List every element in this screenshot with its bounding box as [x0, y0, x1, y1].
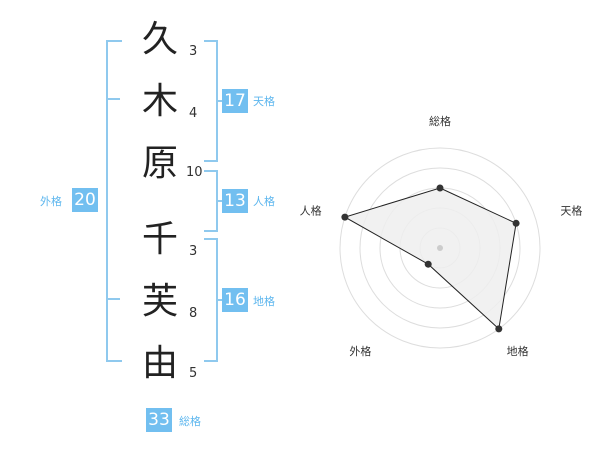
radar-point-4: [341, 213, 349, 221]
given-strokes-3: 5: [189, 366, 198, 381]
chikaku-tick: [216, 299, 222, 301]
chikaku-label: 地格: [253, 295, 275, 308]
sokaku-label: 総格: [179, 415, 201, 428]
sokaku-score: 33: [146, 408, 172, 432]
radar-axis-label-1: 天格: [560, 204, 582, 218]
gaikaku-label: 外格: [40, 195, 62, 208]
radar-ring-4: [359, 167, 521, 329]
radar-center-dot: [437, 245, 443, 251]
jinkaku-tick: [216, 200, 222, 202]
surname-char-2: 木: [141, 81, 178, 122]
jinkaku-score: 13: [222, 189, 248, 213]
surname-strokes-1: 3: [189, 44, 198, 59]
given-char-3: 由: [141, 343, 178, 384]
radar-ring-5: [339, 147, 541, 349]
jinkaku-label: 人格: [253, 195, 275, 208]
given-char-1: 千: [141, 219, 178, 260]
tenkaku-label: 天格: [253, 95, 275, 108]
radar-point-2: [495, 325, 503, 333]
gaikaku-bracket: [106, 40, 122, 362]
radar-axis-label-4: 人格: [300, 204, 322, 218]
radar-axis-label-2: 地格: [507, 344, 529, 358]
chikaku-score: 16: [222, 288, 248, 312]
radar-axis-label-0: 総格: [429, 114, 451, 128]
given-char-2: 芙: [141, 281, 178, 322]
tenkaku-score: 17: [222, 89, 248, 113]
radar-point-1: [512, 219, 520, 227]
radar-point-0: [436, 184, 444, 192]
surname-strokes-3: 10: [186, 165, 203, 180]
radar-polygon: [343, 187, 517, 330]
surname-char-1: 久: [141, 19, 178, 60]
given-strokes-1: 3: [189, 244, 198, 259]
gaikaku-tick-2: [106, 298, 120, 300]
surname-char-3: 原: [141, 143, 178, 184]
given-strokes-2: 8: [189, 306, 198, 321]
gaikaku-tick-1: [106, 98, 120, 100]
radar-point-3: [424, 260, 432, 268]
surname-strokes-2: 4: [189, 106, 198, 121]
radar-axis-label-3: 外格: [349, 344, 371, 358]
gaikaku-score: 20: [72, 188, 98, 212]
tenkaku-tick: [216, 100, 222, 102]
